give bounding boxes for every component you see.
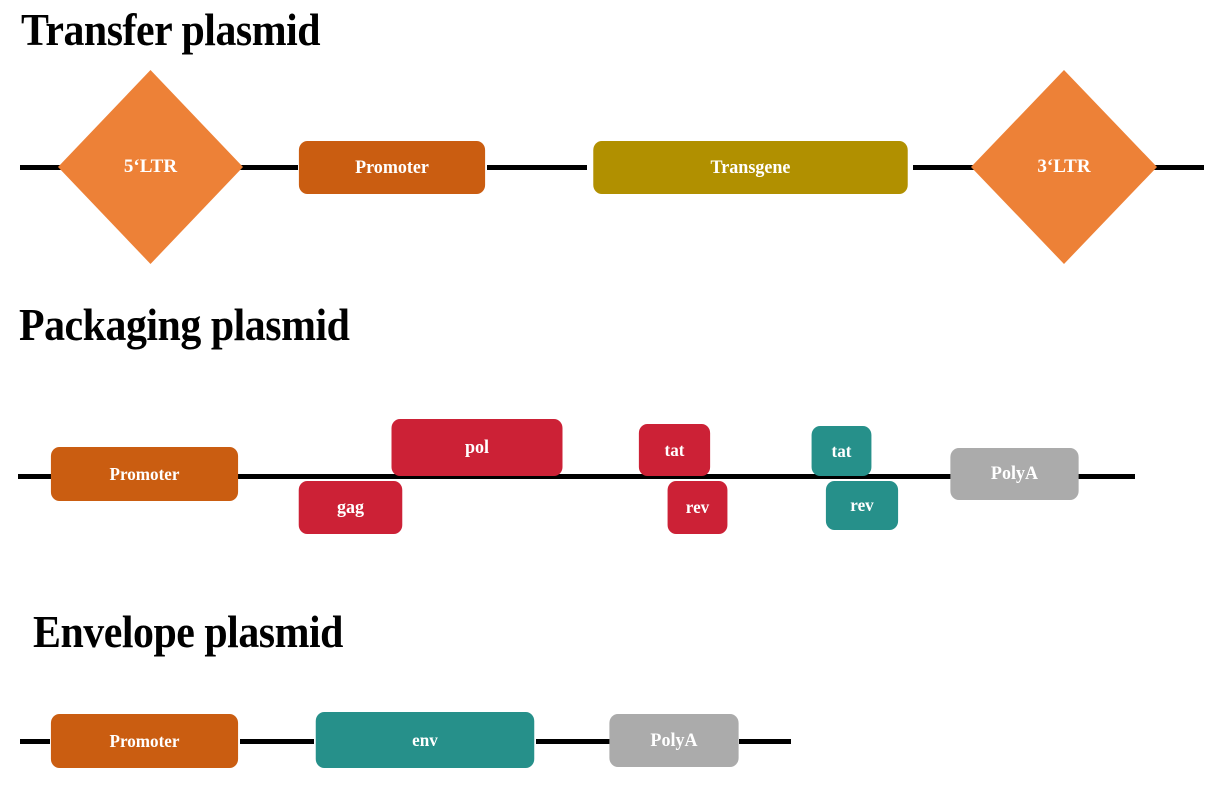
backbone-transfer-seg1	[238, 165, 298, 170]
feature-label-5-ltr: 5‘LTR	[123, 156, 178, 177]
backbone-transfer-seg3	[913, 165, 975, 170]
feature-3-ltr[interactable]: 3‘LTR	[971, 70, 1157, 264]
feature-label-3-ltr: 3‘LTR	[1037, 156, 1091, 177]
feature-label-transfer-promoter: Promoter	[355, 156, 429, 178]
feature-env[interactable]: env	[315, 712, 535, 768]
feature-rev-red[interactable]: rev	[667, 481, 728, 534]
backbone-envelope-left	[20, 739, 50, 744]
backbone-envelope-seg1	[240, 739, 314, 744]
feature-5-ltr[interactable]: 5‘LTR	[58, 70, 243, 264]
backbone-transfer-left	[20, 165, 64, 170]
feature-label-tat-red: tat	[664, 439, 685, 460]
feature-label-env: env	[412, 729, 438, 750]
feature-pol[interactable]: pol	[391, 419, 563, 476]
feature-tat-red[interactable]: tat	[638, 424, 711, 476]
feature-label-packaging-polya: PolyA	[990, 463, 1039, 484]
feature-label-gag: gag	[336, 496, 365, 518]
feature-gag[interactable]: gag	[298, 481, 403, 534]
feature-tat-teal[interactable]: tat	[811, 426, 872, 476]
feature-packaging-polya[interactable]: PolyA	[950, 448, 1079, 500]
feature-label-tat-teal: tat	[831, 440, 852, 461]
section-title-transfer: Transfer plasmid	[21, 5, 321, 55]
feature-label-pol: pol	[464, 436, 490, 458]
section-title-envelope: Envelope plasmid	[33, 607, 343, 657]
feature-label-packaging-promoter: Promoter	[109, 463, 180, 484]
feature-envelope-polya[interactable]: PolyA	[609, 714, 739, 767]
feature-label-transgene: Transgene	[710, 156, 791, 178]
backbone-packaging	[18, 474, 1135, 479]
backbone-transfer-right	[1154, 165, 1204, 170]
section-title-packaging: Packaging plasmid	[19, 300, 350, 350]
feature-packaging-promoter[interactable]: Promoter	[50, 447, 239, 501]
backbone-envelope-seg2	[536, 739, 610, 744]
feature-label-envelope-polya: PolyA	[650, 729, 698, 751]
feature-label-envelope-promoter: Promoter	[109, 730, 180, 751]
backbone-envelope-right	[739, 739, 791, 744]
feature-transgene[interactable]: Transgene	[593, 141, 908, 194]
backbone-transfer-seg2	[487, 165, 587, 170]
feature-rev-teal[interactable]: rev	[825, 481, 899, 530]
feature-transfer-promoter[interactable]: Promoter	[298, 141, 486, 194]
feature-label-rev-teal: rev	[850, 495, 874, 515]
feature-label-rev-red: rev	[685, 497, 710, 517]
feature-envelope-promoter[interactable]: Promoter	[50, 714, 239, 768]
